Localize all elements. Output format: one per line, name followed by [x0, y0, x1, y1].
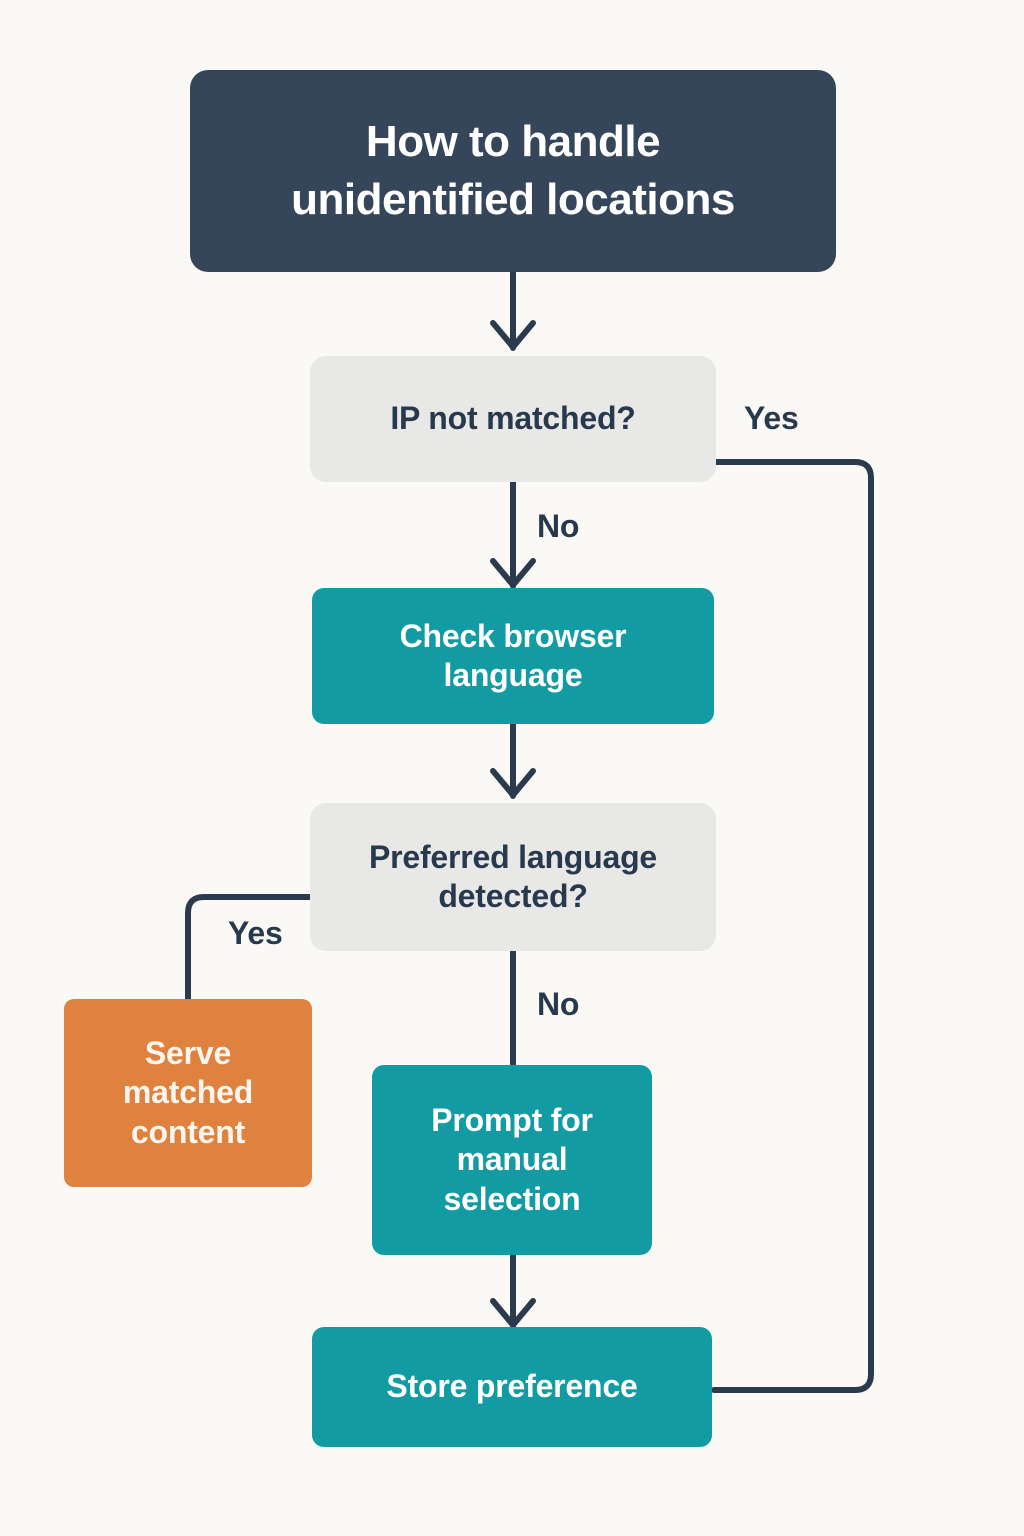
node-prompt-for-manual-selection[interactable]: Prompt for manual selection — [372, 1065, 652, 1255]
edge-ip-no-arrowhead — [490, 558, 536, 588]
edge-label-ip-no: No — [537, 508, 580, 544]
node-title: How to handle unidentified locations — [190, 70, 836, 272]
edge-title-to-ip-arrowhead — [490, 320, 536, 350]
node-store-preference[interactable]: Store preference — [312, 1327, 712, 1447]
edge-prompt-to-store-arrowhead — [490, 1298, 536, 1328]
node-serve-matched-content[interactable]: Serve matched content — [64, 999, 312, 1187]
node-check-browser-language[interactable]: Check browser language — [312, 588, 714, 724]
node-ip-not-matched[interactable]: IP not matched? — [310, 356, 716, 482]
node-preferred-language-detected[interactable]: Preferred language detected? — [310, 803, 716, 951]
edge-label-preferred-no: No — [537, 986, 580, 1022]
edge-label-ip-yes: Yes — [744, 400, 799, 436]
edge-browser-to-preferred-arrowhead — [490, 768, 536, 798]
edge-label-preferred-yes: Yes — [228, 915, 283, 951]
edge-ip-yes — [711, 459, 874, 1393]
